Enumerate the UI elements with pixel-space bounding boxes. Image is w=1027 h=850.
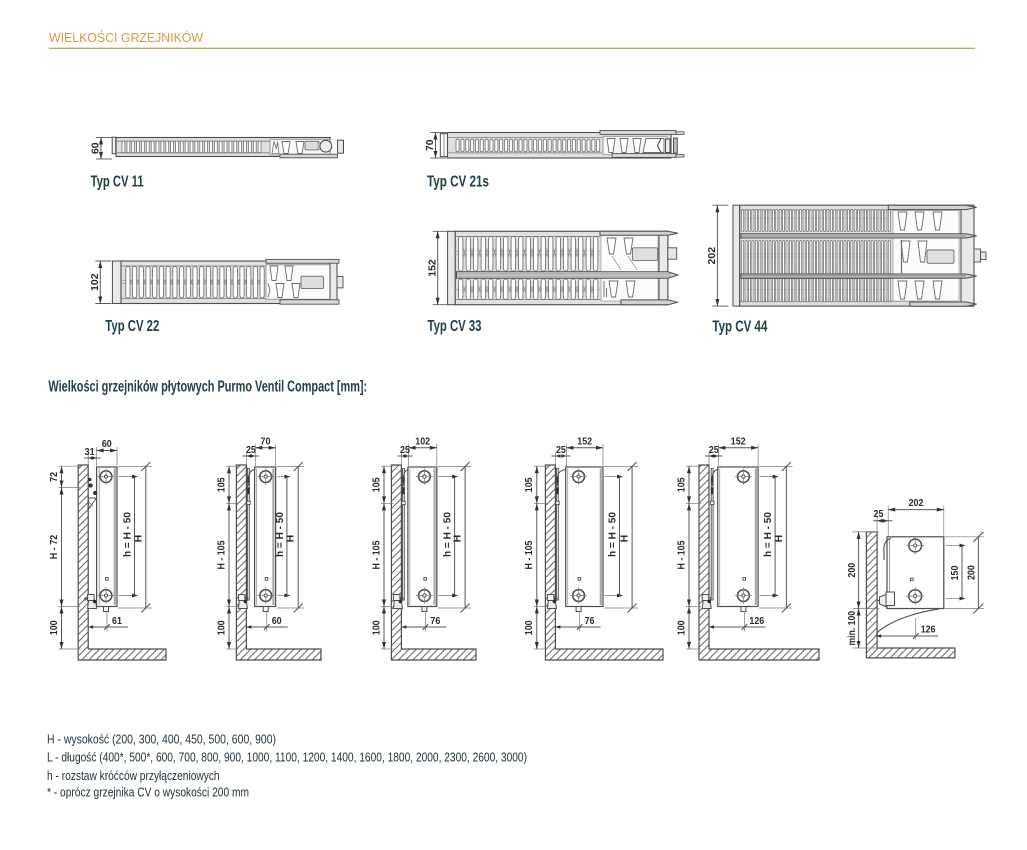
- svg-text:25: 25: [556, 445, 566, 456]
- svg-text:H: H: [286, 535, 297, 542]
- svg-text:25: 25: [400, 445, 410, 456]
- svg-text:152: 152: [577, 436, 592, 447]
- svg-text:100: 100: [676, 620, 687, 635]
- svg-text:h = H - 50: h = H - 50: [123, 512, 134, 557]
- svg-text:25: 25: [709, 445, 719, 456]
- svg-text:H - 105: H - 105: [676, 540, 687, 569]
- svg-text:h - rozstaw króćców przyłączen: h - rozstaw króćców przyłączeniowych: [47, 768, 220, 783]
- svg-text:105: 105: [676, 477, 687, 492]
- svg-text:25: 25: [874, 509, 884, 520]
- svg-text:100: 100: [371, 620, 382, 635]
- svg-text:31: 31: [85, 447, 95, 458]
- svg-text:H - 105: H - 105: [216, 540, 227, 569]
- svg-text:70: 70: [261, 436, 271, 447]
- svg-text:100: 100: [216, 620, 227, 635]
- svg-text:H - 105: H - 105: [371, 540, 382, 569]
- svg-text:60: 60: [91, 142, 102, 154]
- svg-text:100: 100: [49, 620, 60, 635]
- svg-text:105: 105: [524, 477, 535, 492]
- svg-text:61: 61: [112, 616, 122, 627]
- svg-text:72: 72: [49, 472, 60, 482]
- svg-text:Typ CV 21s: Typ CV 21s: [427, 174, 489, 191]
- svg-text:76: 76: [585, 616, 595, 627]
- svg-text:H: H: [774, 535, 785, 542]
- svg-text:202: 202: [909, 498, 924, 509]
- svg-text:L - długość (400*, 500*, 600,: L - długość (400*, 500*, 600, 700, 800, …: [47, 750, 527, 765]
- svg-text:60: 60: [272, 616, 282, 627]
- svg-text:60: 60: [102, 439, 112, 450]
- svg-text:min. 100: min. 100: [847, 611, 858, 646]
- svg-text:152: 152: [731, 436, 746, 447]
- svg-text:105: 105: [371, 477, 382, 492]
- svg-text:100: 100: [524, 620, 535, 635]
- svg-text:202: 202: [707, 247, 718, 265]
- svg-text:70: 70: [425, 139, 436, 151]
- svg-text:Typ CV 22: Typ CV 22: [105, 318, 159, 335]
- svg-text:102: 102: [415, 436, 430, 447]
- svg-text:h = H - 50: h = H - 50: [608, 512, 619, 557]
- svg-text:H: H: [133, 535, 144, 542]
- svg-text:152: 152: [427, 259, 438, 277]
- svg-text:200: 200: [847, 563, 858, 578]
- svg-text:h = H - 50: h = H - 50: [443, 512, 454, 557]
- svg-text:* - oprócz grzejnika CV o wyso: * - oprócz grzejnika CV o wysokości 200 …: [47, 785, 249, 800]
- svg-text:105: 105: [216, 477, 227, 492]
- svg-text:102: 102: [90, 273, 101, 291]
- svg-text:H - 72: H - 72: [49, 535, 60, 560]
- svg-text:25: 25: [246, 445, 256, 456]
- svg-text:150: 150: [950, 565, 961, 580]
- svg-text:WIELKOŚCI GRZEJNIKÓW: WIELKOŚCI GRZEJNIKÓW: [49, 30, 203, 45]
- svg-text:Typ CV 11: Typ CV 11: [91, 174, 144, 191]
- svg-text:76: 76: [430, 616, 440, 627]
- svg-text:h = H - 50: h = H - 50: [275, 512, 286, 557]
- svg-text:Wielkości grzejników płytowych: Wielkości grzejników płytowych Purmo Ven…: [48, 379, 367, 396]
- svg-text:Typ CV 44: Typ CV 44: [712, 319, 767, 336]
- svg-text:H - 105: H - 105: [524, 540, 535, 569]
- svg-text:Typ CV 33: Typ CV 33: [428, 318, 482, 335]
- svg-text:126: 126: [921, 624, 936, 635]
- svg-text:h = H - 50: h = H - 50: [763, 512, 774, 557]
- svg-text:H: H: [620, 535, 631, 542]
- svg-text:H - wysokość (200, 300, 400, 4: H - wysokość (200, 300, 400, 450, 500, 6…: [47, 732, 276, 747]
- svg-text:200: 200: [966, 565, 977, 580]
- svg-text:H: H: [453, 535, 464, 542]
- svg-text:126: 126: [749, 616, 764, 627]
